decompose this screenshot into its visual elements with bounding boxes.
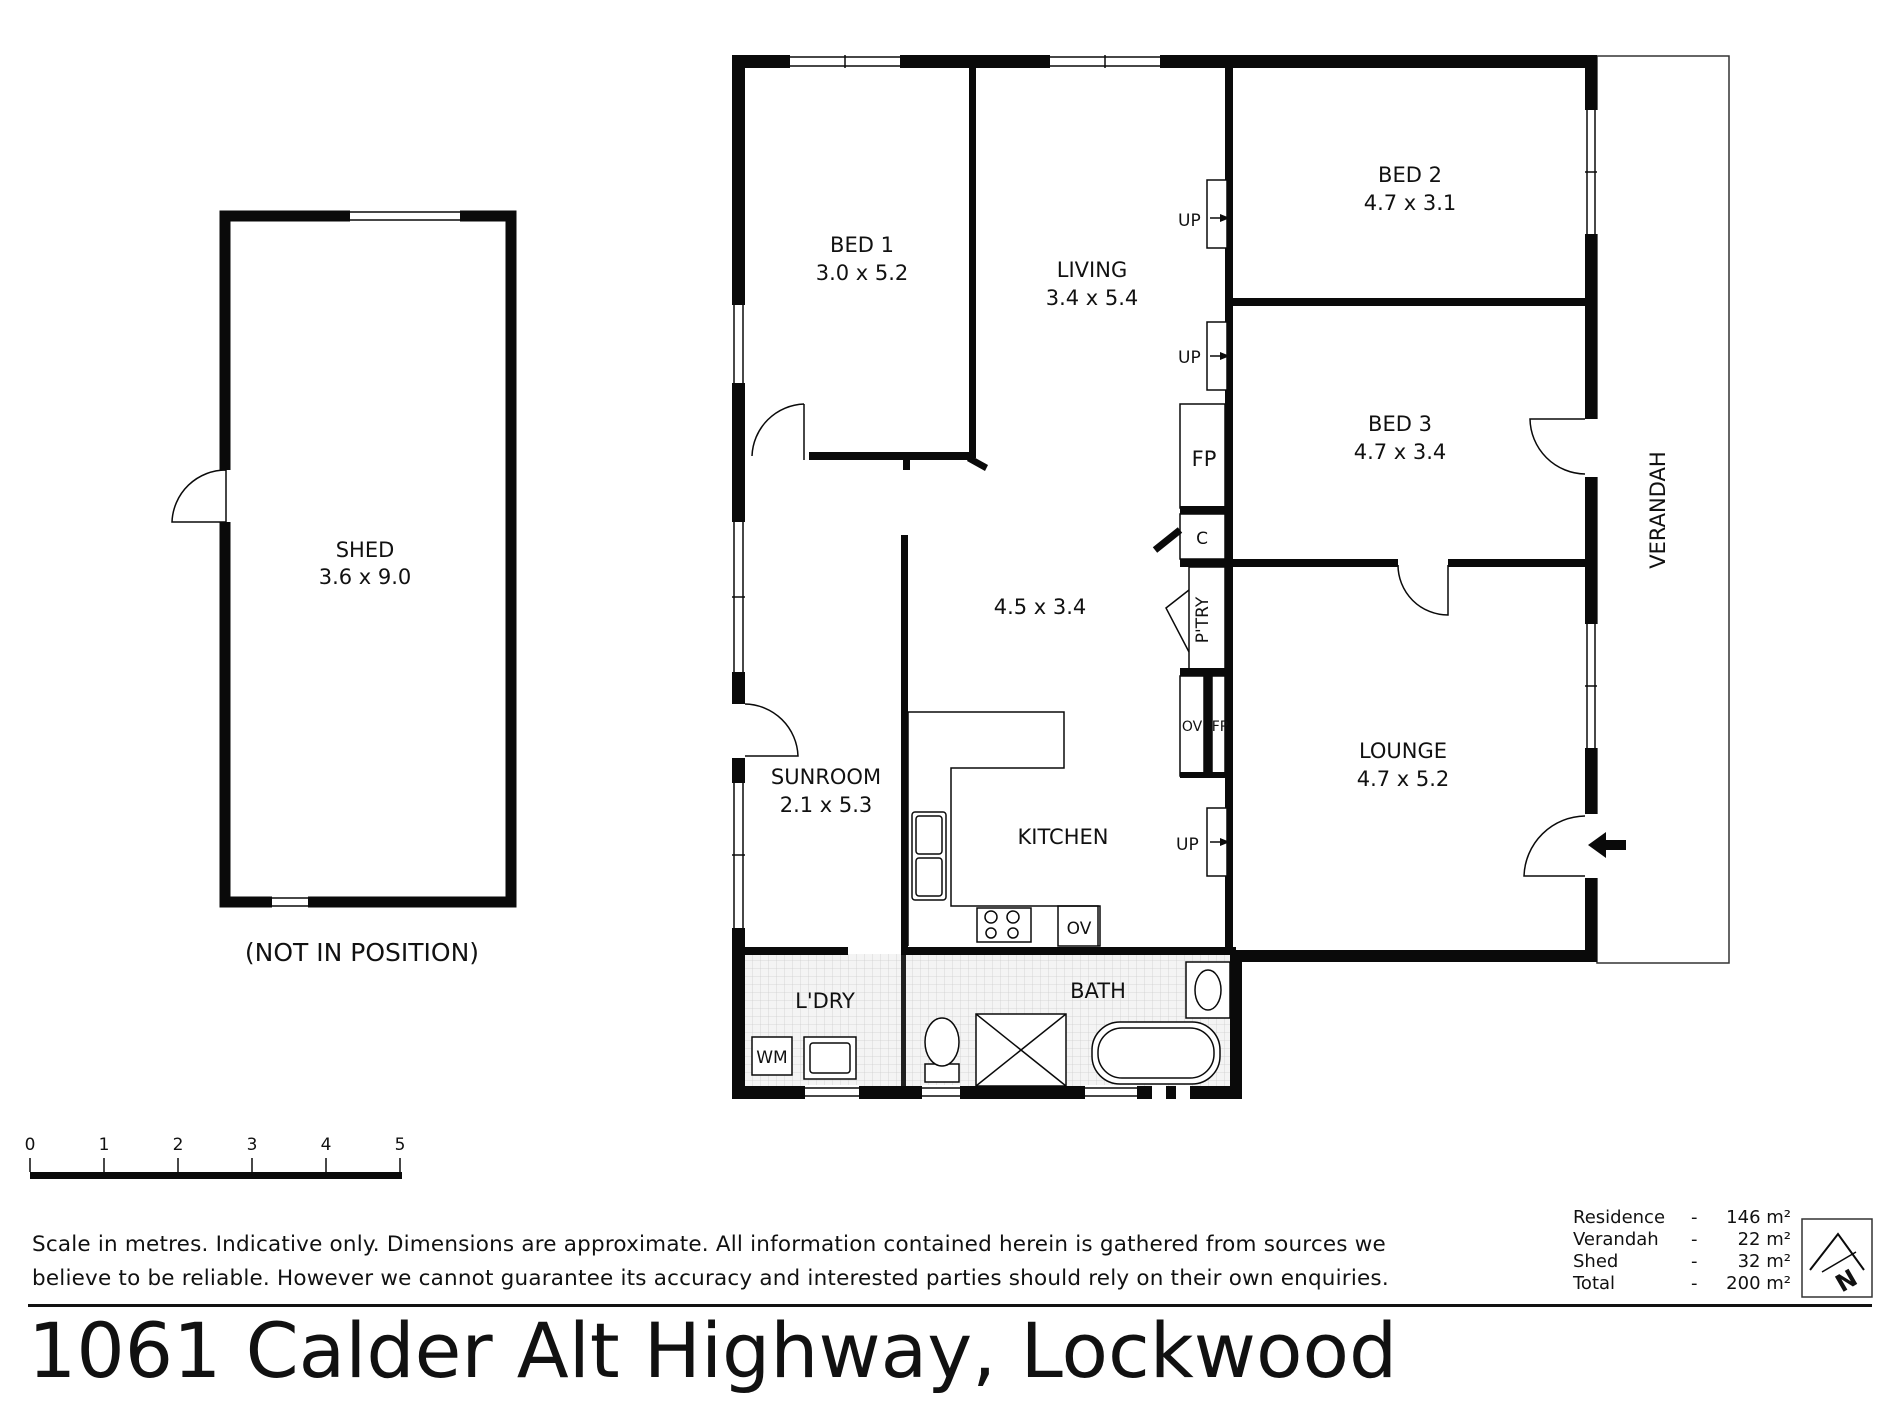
sunroom-name: SUNROOM: [771, 765, 881, 789]
bath-name: BATH: [1070, 979, 1126, 1003]
fp-small-label: FP: [1212, 719, 1229, 735]
bed1-size: 3.0 x 5.2: [816, 261, 909, 285]
dining-size: 4.5 x 3.4: [994, 595, 1087, 619]
bed2-size: 4.7 x 3.1: [1364, 191, 1457, 215]
bed1-name: BED 1: [830, 233, 894, 257]
bath-fixtures: [751, 961, 1231, 1087]
shed-note: (NOT IN POSITION): [245, 938, 479, 967]
house-walls: [732, 55, 1597, 1099]
area-name: Residence: [1573, 1207, 1666, 1228]
bed2-name: BED 2: [1378, 163, 1442, 187]
scale-tick-2: 2: [173, 1135, 184, 1155]
disclaimer-line-2: believe to be reliable. However we canno…: [32, 1266, 1389, 1291]
living-size: 3.4 x 5.4: [1046, 286, 1139, 310]
area-dash: -: [1691, 1273, 1698, 1294]
sunroom-size: 2.1 x 5.3: [780, 793, 873, 817]
shed-building: [171, 209, 517, 909]
area-dash: -: [1691, 1229, 1698, 1250]
living-name: LIVING: [1057, 258, 1127, 282]
area-value: 146 m²: [1726, 1207, 1791, 1228]
area-name: Verandah: [1573, 1229, 1659, 1250]
footer-rule: [28, 1304, 1872, 1307]
disclaimer: Scale in metres. Indicative only. Dimens…: [32, 1228, 1532, 1296]
scale-tick-3: 3: [247, 1135, 258, 1155]
area-row: Shed - 32 m²: [1573, 1251, 1791, 1273]
area-value: 200 m²: [1726, 1273, 1791, 1294]
area-row: Total - 200 m²: [1573, 1273, 1791, 1295]
fixture-block: [1152, 403, 1226, 778]
scale-tick-4: 4: [321, 1135, 332, 1155]
area-value: 32 m²: [1737, 1251, 1791, 1272]
property-address: 1061 Calder Alt Highway, Lockwood: [28, 1306, 1398, 1395]
verandah-name: VERANDAH: [1646, 451, 1670, 568]
scale-bar: [29, 1158, 402, 1179]
laundry-name: L'DRY: [795, 989, 855, 1013]
fp-label: FP: [1192, 447, 1217, 471]
scale-tick-0: 0: [25, 1135, 36, 1155]
entry-arrow-icon: [1588, 832, 1626, 858]
wm-label: WM: [756, 1048, 787, 1068]
oven-wall-label: OV: [1182, 719, 1203, 735]
windows: [731, 54, 1598, 1100]
area-row: Verandah - 22 m²: [1573, 1229, 1791, 1251]
area-dash: -: [1691, 1251, 1698, 1272]
bed3-size: 4.7 x 3.4: [1354, 440, 1447, 464]
oven-kitchen-label: OV: [1067, 919, 1092, 939]
area-summary: Residence - 146 m² Verandah - 22 m² Shed…: [1573, 1207, 1791, 1295]
area-dash: -: [1691, 1207, 1698, 1228]
up-label-3: UP: [1176, 835, 1199, 855]
compass-icon: [1801, 1218, 1873, 1298]
up-label-1: UP: [1178, 211, 1201, 231]
area-name: Shed: [1573, 1251, 1619, 1272]
internal-walls: [745, 68, 1586, 1086]
disclaimer-line-1: Scale in metres. Indicative only. Dimens…: [32, 1232, 1386, 1257]
lounge-name: LOUNGE: [1359, 739, 1447, 763]
shed-size: 3.6 x 9.0: [319, 565, 412, 589]
scale-tick-1: 1: [99, 1135, 110, 1155]
up-label-2: UP: [1178, 348, 1201, 368]
pantry-label: P'TRY: [1193, 596, 1213, 643]
kitchen-bench: [907, 711, 1101, 947]
kitchen-name: KITCHEN: [1018, 825, 1109, 849]
bed3-name: BED 3: [1368, 412, 1432, 436]
cupboard-label: C: [1196, 529, 1208, 549]
area-row: Residence - 146 m²: [1573, 1207, 1791, 1229]
stairs-up: [1206, 179, 1230, 877]
area-value: 22 m²: [1737, 1229, 1791, 1250]
area-name: Total: [1573, 1273, 1616, 1294]
shed-name: SHED: [336, 538, 395, 562]
scale-tick-5: 5: [395, 1135, 406, 1155]
lounge-size: 4.7 x 5.2: [1357, 767, 1450, 791]
